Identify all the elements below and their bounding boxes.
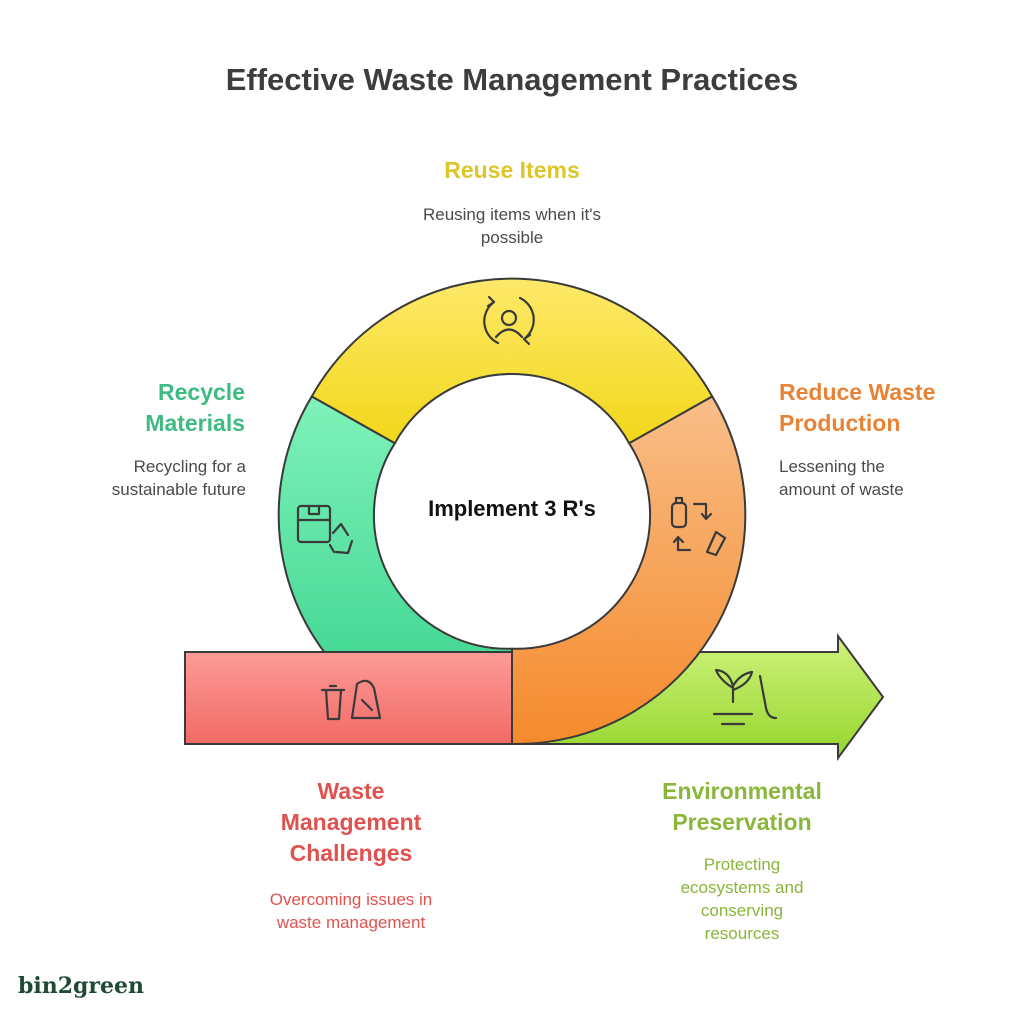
reduce-segment bbox=[511, 395, 747, 746]
center-label: Implement 3 R's bbox=[428, 496, 596, 521]
reuse-segment bbox=[310, 277, 714, 445]
reuse-title: Reuse Items bbox=[444, 157, 580, 183]
recycle-title: Recycle Materials bbox=[145, 379, 245, 436]
reuse-description: Reusing items when it's possible bbox=[422, 205, 602, 247]
preservation-description: Protecting ecosystems and conserving res… bbox=[680, 855, 804, 943]
box-recycle-icon bbox=[296, 504, 354, 555]
preservation-title: Environmental Preservation bbox=[662, 778, 822, 835]
brand-logo: bin2green bbox=[18, 973, 145, 999]
page-title: Effective Waste Management Practices bbox=[225, 62, 799, 97]
challenges-title: Waste Management Challenges bbox=[280, 778, 422, 866]
bottle-swap-icon bbox=[670, 496, 727, 557]
plant-sprout-icon bbox=[712, 668, 778, 726]
reduce-description: Lessening the amount of waste bbox=[779, 457, 904, 499]
challenges-bar bbox=[184, 651, 513, 745]
reuse-person-icon bbox=[483, 295, 535, 346]
reduce-title: Reduce Waste Production bbox=[779, 379, 936, 436]
trash-bin-icon bbox=[320, 679, 382, 721]
challenges-description: Overcoming issues in waste management bbox=[269, 890, 433, 932]
recycle-description: Recycling for a sustainable future bbox=[111, 457, 246, 499]
